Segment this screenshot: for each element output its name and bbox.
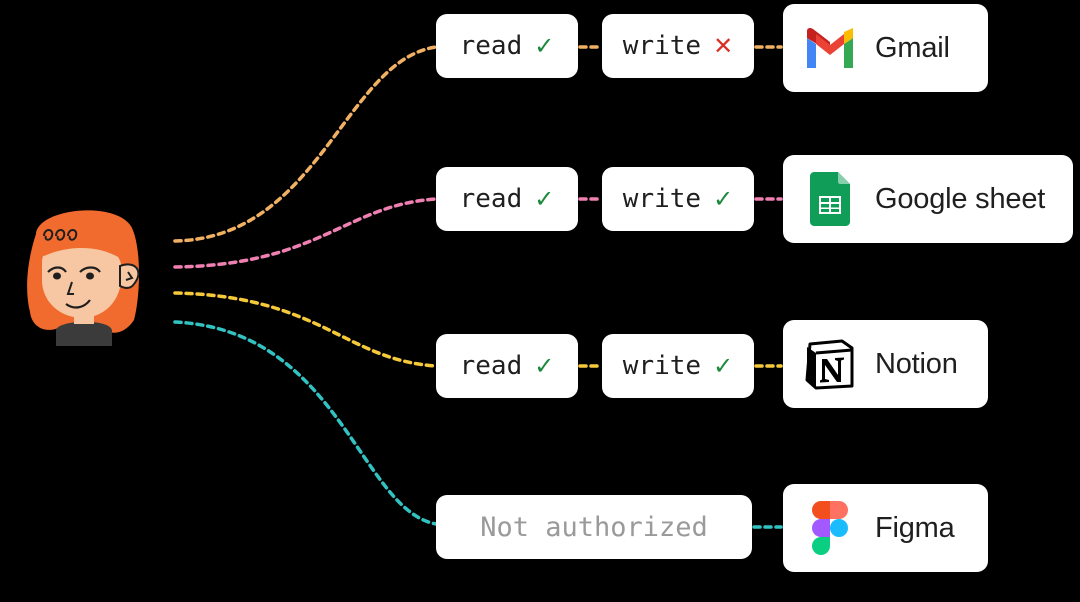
allowed-check-icon: ✓ (534, 352, 555, 380)
app-card-figma: Figma (783, 484, 988, 572)
sheet-read-permission: read ✓ (436, 167, 578, 231)
app-name: Google sheet (875, 182, 1046, 215)
permission-label: write (622, 351, 702, 381)
connector-user-notion (173, 291, 438, 368)
connector-user-figma (173, 320, 438, 526)
denied-cross-icon: ✕ (713, 32, 734, 60)
app-name: Figma (875, 511, 955, 544)
permission-label: write (622, 184, 702, 214)
permission-label: read (459, 31, 523, 61)
app-card-google-sheet: Google sheet (783, 155, 1073, 243)
connector-user-sheet (173, 197, 438, 269)
permission-label: read (459, 351, 523, 381)
allowed-check-icon: ✓ (713, 352, 734, 380)
app-name: Gmail (875, 31, 950, 64)
status-label: Not authorized (480, 511, 708, 543)
app-name: Notion (875, 347, 958, 380)
app-card-gmail: Gmail (783, 4, 988, 92)
gmail-read-permission: read ✓ (436, 14, 578, 78)
notion-read-permission: read ✓ (436, 334, 578, 398)
notion-icon (803, 337, 857, 391)
allowed-check-icon: ✓ (534, 185, 555, 213)
connector-user-gmail (173, 45, 438, 243)
gmail-icon (803, 21, 857, 75)
allowed-check-icon: ✓ (713, 185, 734, 213)
google-sheets-icon (803, 172, 857, 226)
figma-not-authorized-status: Not authorized (436, 495, 752, 559)
user-avatar (27, 210, 140, 346)
permission-label: read (459, 184, 523, 214)
allowed-check-icon: ✓ (534, 32, 555, 60)
figma-icon (803, 501, 857, 555)
permission-label: write (622, 31, 702, 61)
app-card-notion: Notion (783, 320, 988, 408)
notion-write-permission: write ✓ (602, 334, 754, 398)
gmail-write-permission: write ✕ (602, 14, 754, 78)
sheet-write-permission: write ✓ (602, 167, 754, 231)
